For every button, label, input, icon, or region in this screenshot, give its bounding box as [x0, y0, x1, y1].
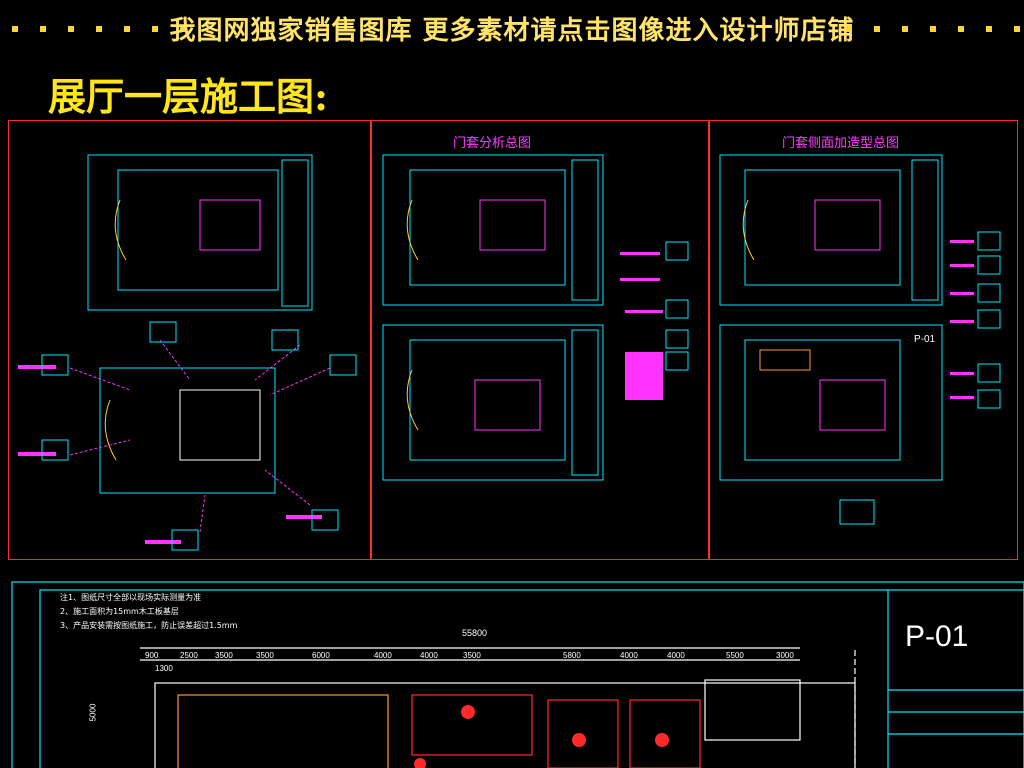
dimension-label: 3500: [463, 651, 481, 660]
sheet-code: P-01: [905, 620, 969, 653]
page-title: 展厅一层施工图:: [48, 74, 329, 119]
plan-sheet-5: [719, 324, 943, 481]
sheet-note-2: 2、施工面积为15mm木工板基层: [60, 607, 179, 616]
banner-text[interactable]: 我图网独家销售图库 更多素材请点击图像进入设计师店铺: [169, 16, 855, 46]
panel-title-door-analysis: 门套分析总图: [453, 136, 532, 151]
panel-door-analysis-frame: [370, 120, 710, 560]
dimension-label: 3000: [776, 651, 794, 660]
sheet-note-1: 注1、图纸尺寸全部以现场实际测量为准: [60, 593, 202, 602]
callout-labels: [18, 240, 974, 544]
banner-dots-right: [846, 26, 1020, 32]
detail-floorplan: [99, 367, 276, 494]
plan-sheet-2: [382, 154, 604, 306]
dimension-label: 4000: [374, 651, 392, 660]
plan-sheet-1: [87, 154, 313, 311]
callout-lines: [69, 339, 331, 533]
sheet-code-small: P-01: [914, 334, 936, 345]
dimension-label: 3500: [215, 651, 233, 660]
plan-sheet-4: [719, 154, 943, 306]
dimension-label-side: 1300: [155, 664, 173, 673]
dimension-total: 55800: [462, 628, 488, 638]
large-sheet: [11, 581, 1024, 768]
room-markers: [414, 705, 669, 768]
top-banner[interactable]: 我图网独家销售图库 更多素材请点击图像进入设计师店铺: [0, 0, 1024, 56]
dimension-label: 900: [145, 651, 159, 660]
dimension-label: 4000: [620, 651, 638, 660]
plan-sheet-3: [382, 324, 604, 481]
dimension-label: 6000: [312, 651, 330, 660]
dimension-label: 2500: [180, 651, 198, 660]
panel-door-side-frame: [708, 120, 1018, 560]
dimension-label: 5500: [726, 651, 744, 660]
sheet-note-3: 3、产品安装需按图纸施工，防止误差超过1.5mm: [60, 621, 238, 630]
dimension-label: 4000: [667, 651, 685, 660]
dimension-label: 4000: [420, 651, 438, 660]
dimension-label-side: 5000: [88, 703, 98, 722]
dimension-label: 5800: [563, 651, 581, 660]
detail-thumbnails: [41, 231, 1001, 551]
panel-title-door-side: 门套侧面加造型总图: [782, 136, 900, 151]
panel-floorplan-frame: [8, 120, 372, 560]
dimension-label: 3500: [256, 651, 274, 660]
banner-dots-left: [12, 26, 186, 32]
